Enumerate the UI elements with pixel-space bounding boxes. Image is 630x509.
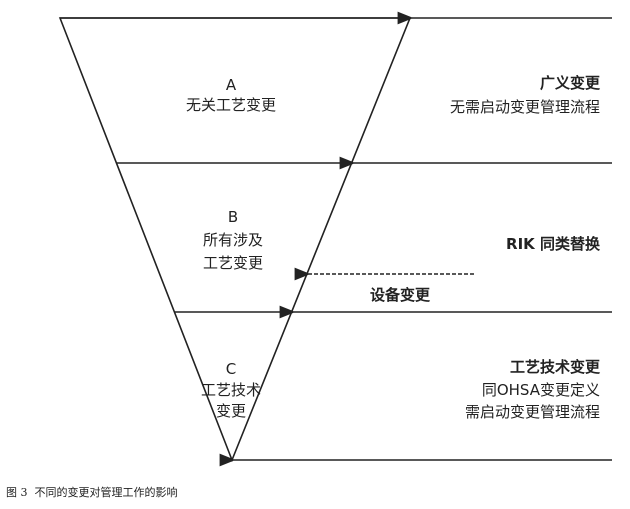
equipment-change-label: 设备变更 — [370, 286, 431, 304]
level-c-label-1: 工艺技术 — [201, 381, 261, 399]
rik-replacement-label: RIK 同类替换 — [506, 235, 601, 253]
level-a-label: 无关工艺变更 — [186, 96, 276, 114]
broad-change-title: 广义变更 — [540, 74, 601, 92]
tech-change-title: 工艺技术变更 — [510, 358, 601, 376]
level-a-letter: A — [226, 76, 237, 94]
level-b-label-1: 所有涉及 — [203, 231, 263, 249]
level-b-label-2: 工艺变更 — [203, 254, 263, 272]
tech-change-desc-1: 同OHSA变更定义 — [482, 381, 600, 399]
tech-change-desc-2: 需启动变更管理流程 — [465, 403, 600, 421]
level-c-letter: C — [226, 360, 236, 378]
level-b-letter: B — [228, 208, 238, 226]
figure-caption: 图 3 不同的变更对管理工作的影响 — [6, 485, 178, 499]
level-c-label-2: 变更 — [216, 402, 246, 420]
broad-change-desc: 无需启动变更管理流程 — [450, 98, 600, 116]
